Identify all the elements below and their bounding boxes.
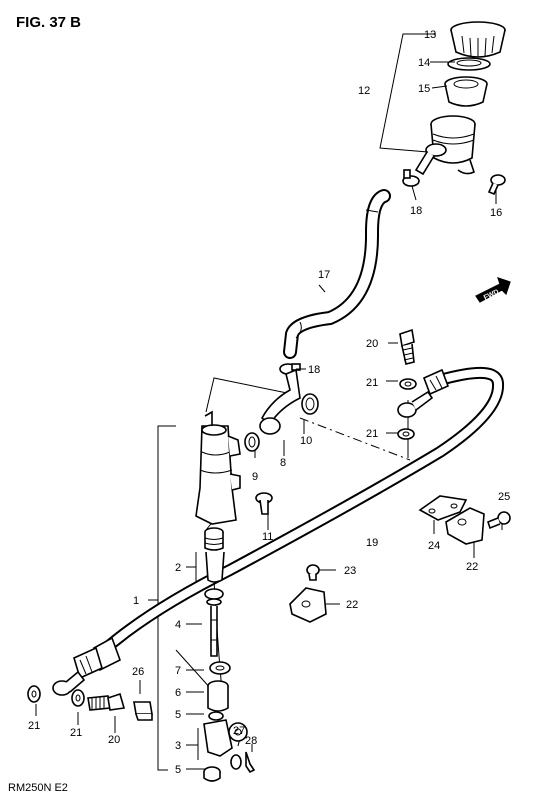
model-code: RM250N E2 <box>8 782 68 794</box>
union-bolt-lower <box>87 692 126 711</box>
gasket-lower-a <box>27 685 41 703</box>
callout-labels: 1 2 3 4 5 5 6 7 8 9 10 11 12 13 14 15 16… <box>28 29 510 776</box>
guide-screw <box>306 564 320 581</box>
callout-21-b: 21 <box>366 428 378 440</box>
callout-4: 4 <box>175 619 181 631</box>
callout-2: 2 <box>175 562 181 574</box>
reservoir-body <box>414 115 476 176</box>
figure-title: FIG. 37 B <box>16 14 81 31</box>
callout-24: 24 <box>428 540 440 552</box>
hose-guide-plate <box>418 495 468 521</box>
reservoir-cap <box>450 21 506 58</box>
clevis <box>203 719 248 757</box>
callout-20-upper: 20 <box>366 338 378 350</box>
master-cylinder <box>195 410 256 782</box>
callout-20-lower: 20 <box>108 734 120 746</box>
callout-12: 12 <box>358 85 370 97</box>
callout-22-left: 22 <box>346 599 358 611</box>
lock-nut <box>209 661 231 675</box>
nut-upper <box>208 711 224 721</box>
callout-6: 6 <box>175 687 181 699</box>
union-bolt-upper <box>399 328 415 365</box>
callout-1: 1 <box>133 595 139 607</box>
nut-lower <box>203 766 221 782</box>
hose-guide-right <box>445 507 485 545</box>
callout-3: 3 <box>175 740 181 752</box>
hose-fitting-lower <box>52 636 121 696</box>
callout-5-upper: 5 <box>175 709 181 721</box>
callout-18-lower: 18 <box>308 364 320 376</box>
gasket-upper-a <box>399 378 417 390</box>
front-direction-label: FWD <box>483 289 500 302</box>
diaphragm <box>444 76 488 107</box>
callout-21-d: 21 <box>70 727 82 739</box>
cotter-pin <box>245 751 256 774</box>
front-direction-arrow: FWD <box>475 277 511 303</box>
callout-13: 13 <box>424 29 436 41</box>
callout-11: 11 <box>262 531 273 543</box>
guide-bolt <box>487 511 511 530</box>
mounting-bolt <box>255 492 273 515</box>
callout-17: 17 <box>318 269 330 281</box>
rod-end <box>207 680 229 712</box>
reservoir-assembly <box>402 21 506 196</box>
callout-5-lower: 5 <box>175 764 181 776</box>
callout-9: 9 <box>252 471 258 483</box>
inlet-fitting <box>244 368 319 515</box>
piston-kit <box>204 527 225 600</box>
callout-19: 19 <box>366 537 378 549</box>
callout-26: 26 <box>132 666 144 678</box>
callout-15: 15 <box>418 83 430 95</box>
callout-21-a: 21 <box>366 377 378 389</box>
callout-7: 7 <box>175 665 181 677</box>
washer <box>230 754 242 770</box>
hose-guide-left <box>289 587 327 623</box>
callout-21-c: 21 <box>28 720 40 732</box>
callout-10: 10 <box>300 435 312 447</box>
callout-8: 8 <box>280 457 286 469</box>
callout-25: 25 <box>498 491 510 503</box>
reservoir-screw <box>487 174 506 196</box>
gasket-upper-b <box>397 428 415 440</box>
callout-16: 16 <box>490 207 502 219</box>
callout-22-right: 22 <box>466 561 478 573</box>
hose-clamp-upper <box>402 169 420 187</box>
gasket-lower-b <box>71 689 85 707</box>
hose-fitting-upper <box>397 368 450 418</box>
pivot-bolt <box>133 701 153 721</box>
callout-27: 27 <box>233 725 245 737</box>
push-rod <box>206 598 222 657</box>
callout-14: 14 <box>418 57 430 69</box>
diaphragm-plate <box>447 57 491 71</box>
callout-28: 28 <box>245 735 257 747</box>
brake-hose <box>52 366 504 696</box>
callout-18-upper: 18 <box>410 205 422 217</box>
callout-23: 23 <box>344 565 356 577</box>
